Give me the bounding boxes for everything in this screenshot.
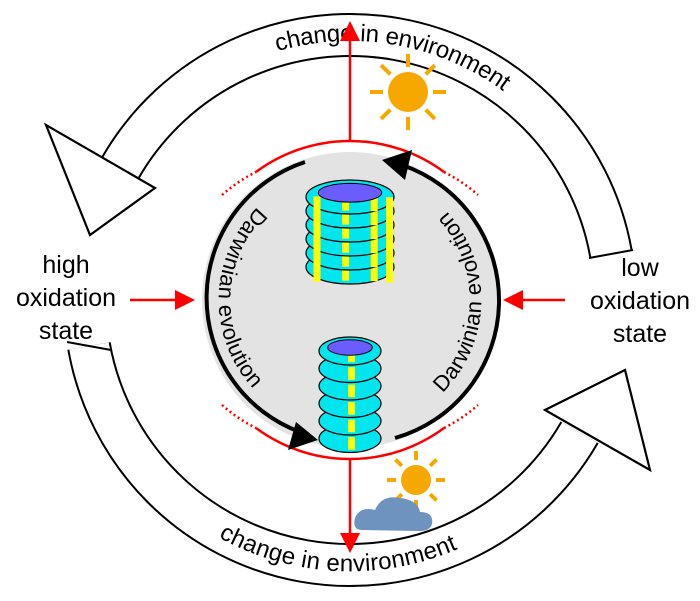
ring (318, 336, 382, 366)
svg-text:state: state (613, 320, 667, 348)
high-oxidation-state-label: high oxidation state (16, 251, 116, 345)
darwinian-evolution-arrows (204, 150, 502, 450)
sun-disc (401, 465, 431, 495)
sun-ray (394, 458, 404, 468)
sun-ray (428, 458, 438, 468)
svg-text:oxidation: oxidation (590, 287, 690, 315)
sun-ray (424, 108, 437, 121)
cloud-icon (354, 497, 433, 531)
ring (305, 179, 395, 215)
sun-disc (388, 72, 428, 112)
sun-ray (379, 63, 392, 76)
wide-ring-stack (305, 179, 395, 285)
red-pressure-arrows (130, 21, 565, 553)
narrow-ring-stack (318, 336, 382, 454)
svg-text:state: state (39, 317, 93, 345)
evolution-circle (202, 152, 498, 448)
sun-ray (424, 63, 437, 76)
sun-icon (370, 54, 446, 130)
bottom-cycle-arrow (66, 341, 652, 587)
sun-ray (428, 492, 438, 502)
sun-behind-cloud-icon (354, 451, 445, 531)
sun-ray (379, 108, 392, 121)
top-cycle-arrow (43, 13, 634, 259)
low-oxidation-state-label: low oxidation state (590, 254, 690, 348)
svg-text:low: low (621, 254, 659, 282)
svg-text:high: high (42, 251, 89, 279)
svg-text:oxidation: oxidation (16, 284, 116, 312)
